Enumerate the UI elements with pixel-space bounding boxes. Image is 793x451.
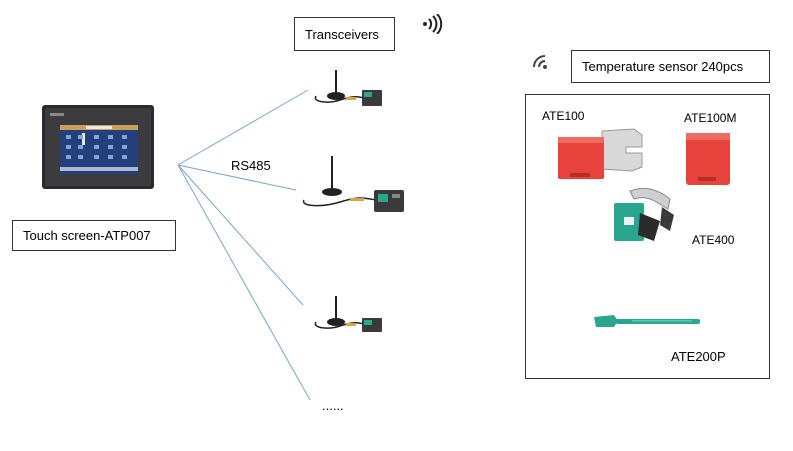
sensor-ate400-image	[614, 187, 674, 241]
link-line-2	[177, 164, 297, 191]
link-line-4	[177, 164, 311, 401]
transceiver-3	[314, 296, 382, 332]
touch-screen-label: Touch screen-ATP007	[12, 220, 176, 251]
sensor-ate100-label: ATE100	[542, 109, 585, 123]
sensor-ate100m-image	[686, 133, 730, 185]
transceiver-2	[302, 156, 404, 212]
rs485-label: RS485	[231, 158, 271, 173]
sensor-ate200p-image	[594, 315, 700, 327]
sensor-ate400-label: ATE400	[692, 233, 735, 247]
sensor-panel: ATE100 ATE100M ATE400 ATE200P	[525, 94, 770, 379]
link-line-1	[177, 89, 309, 166]
temperature-sensor-label: Temperature sensor 240pcs	[571, 50, 770, 83]
transceivers-label: Transceivers	[294, 17, 395, 51]
ellipsis-label: ......	[322, 398, 344, 413]
link-line-3	[177, 164, 304, 306]
touch-screen-device	[42, 105, 154, 189]
sensor-ate100m-label: ATE100M	[684, 111, 737, 125]
sensor-ate100-image	[558, 128, 643, 179]
wireless-signal-icon	[423, 14, 443, 34]
wireless-signal-icon-left	[533, 55, 547, 69]
sensor-ate200p-label: ATE200P	[671, 349, 726, 364]
transceiver-1	[314, 70, 382, 106]
